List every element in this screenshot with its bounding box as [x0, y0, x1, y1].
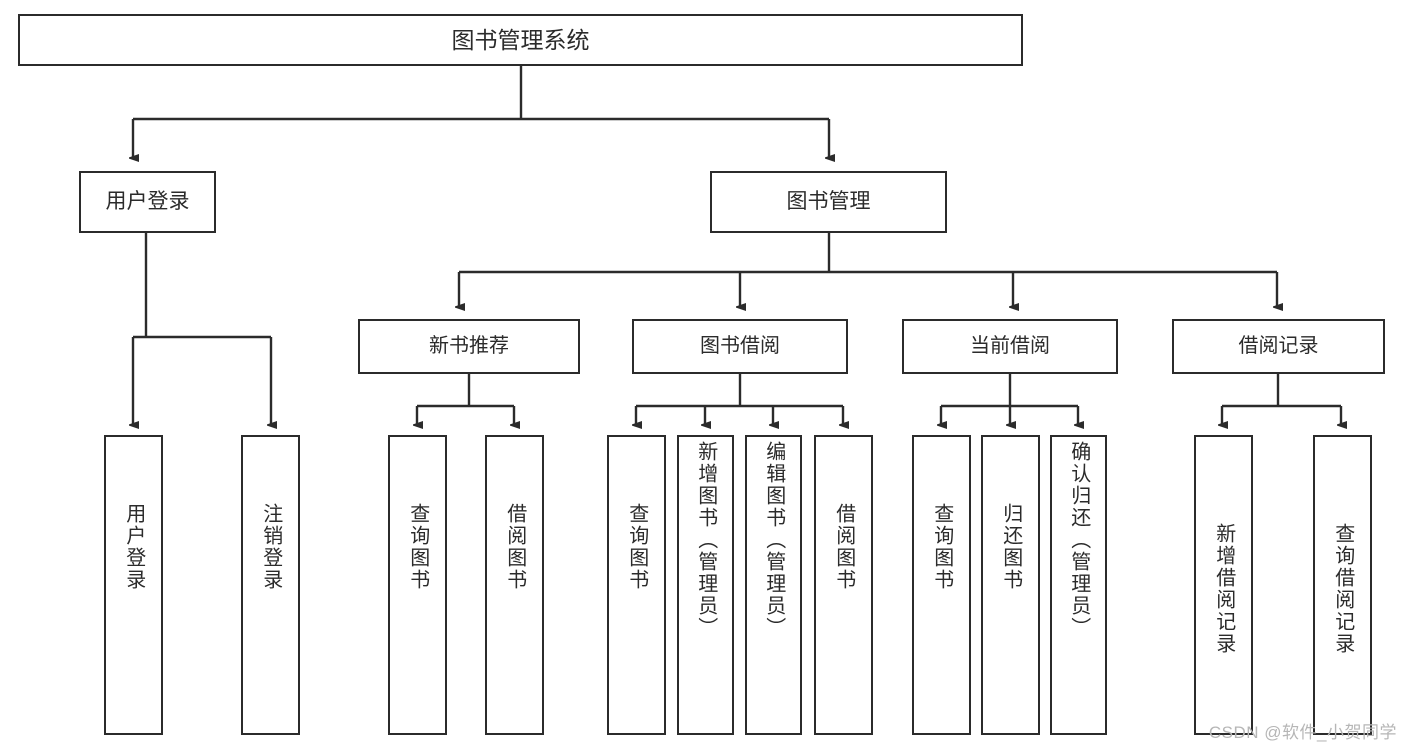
leaf-return-book-label: 归还图书 — [999, 503, 1022, 591]
leaf-add-borrow-record[interactable]: 新增借阅记录 — [1194, 435, 1253, 735]
leaf-confirm-return-admin[interactable]: 确认归还（管理员） — [1050, 435, 1107, 735]
node-current-borrow-label: 当前借阅 — [970, 335, 1050, 358]
leaf-confirm-return-admin-label: 确认归还（管理员） — [1067, 441, 1090, 639]
leaf-edit-book-admin-label: 编辑图书（管理员） — [762, 441, 785, 639]
node-borrow-records-label: 借阅记录 — [1238, 335, 1319, 358]
leaf-query-book-1-label: 查询图书 — [406, 503, 429, 591]
leaf-query-book-2-label: 查询图书 — [625, 503, 648, 591]
node-current-borrow[interactable]: 当前借阅 — [902, 319, 1118, 374]
leaf-borrow-book-1[interactable]: 借阅图书 — [485, 435, 544, 735]
leaf-query-borrow-record[interactable]: 查询借阅记录 — [1313, 435, 1372, 735]
leaf-add-book-admin[interactable]: 新增图书（管理员） — [677, 435, 734, 735]
leaf-user-login-label: 用户登录 — [122, 503, 145, 591]
leaf-user-login[interactable]: 用户登录 — [104, 435, 163, 735]
leaf-logout-label: 注销登录 — [259, 503, 282, 591]
leaf-logout[interactable]: 注销登录 — [241, 435, 300, 735]
node-root[interactable]: 图书管理系统 — [18, 14, 1023, 66]
node-new-book-recommend[interactable]: 新书推荐 — [358, 319, 580, 374]
node-user-login[interactable]: 用户登录 — [79, 171, 216, 233]
node-new-book-recommend-label: 新书推荐 — [429, 335, 509, 358]
leaf-query-book-1[interactable]: 查询图书 — [388, 435, 447, 735]
leaf-edit-book-admin[interactable]: 编辑图书（管理员） — [745, 435, 802, 735]
node-book-management-label: 图书管理 — [786, 190, 871, 214]
watermark: CSDN @软件_小贺同学 — [1208, 723, 1397, 742]
leaf-query-book-3[interactable]: 查询图书 — [912, 435, 971, 735]
leaf-return-book[interactable]: 归还图书 — [981, 435, 1040, 735]
leaf-query-borrow-record-label: 查询借阅记录 — [1331, 523, 1354, 655]
leaf-add-borrow-record-label: 新增借阅记录 — [1212, 523, 1235, 655]
leaf-borrow-book-2[interactable]: 借阅图书 — [814, 435, 873, 735]
leaf-query-book-2[interactable]: 查询图书 — [607, 435, 666, 735]
leaf-borrow-book-2-label: 借阅图书 — [832, 503, 855, 591]
node-root-label: 图书管理系统 — [451, 26, 590, 53]
leaf-add-book-admin-label: 新增图书（管理员） — [694, 441, 717, 639]
node-book-borrow[interactable]: 图书借阅 — [632, 319, 848, 374]
node-book-management[interactable]: 图书管理 — [710, 171, 947, 233]
node-book-borrow-label: 图书借阅 — [700, 335, 780, 358]
leaf-query-book-3-label: 查询图书 — [930, 503, 953, 591]
node-user-login-label: 用户登录 — [105, 190, 190, 214]
node-borrow-records[interactable]: 借阅记录 — [1172, 319, 1385, 374]
leaf-borrow-book-1-label: 借阅图书 — [503, 503, 526, 591]
